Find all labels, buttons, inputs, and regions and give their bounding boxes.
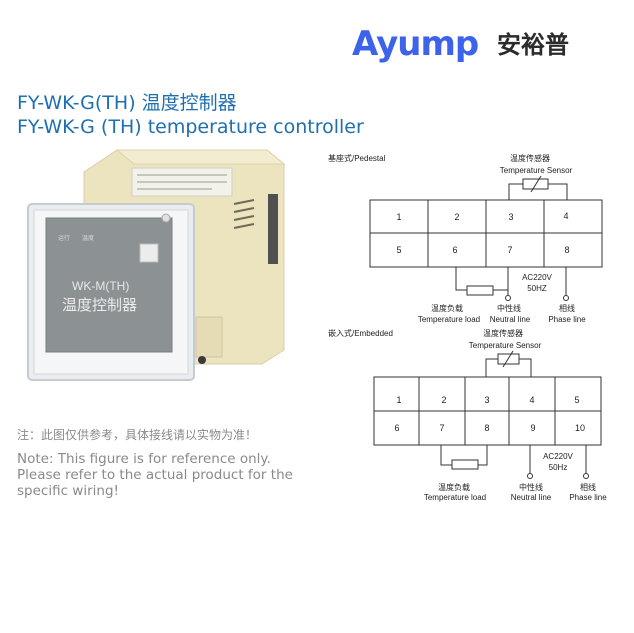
- pedestal-supply-voltage: AC220V: [522, 273, 552, 282]
- pedestal-neutral-cn: 中性线: [497, 303, 521, 313]
- faceplate-model: WK-M(TH): [72, 279, 129, 293]
- faceplate-indicator-2: 温度: [82, 234, 94, 242]
- embedded-terminal-10: 10: [575, 423, 585, 433]
- temperature-controller-illustration: 运行 温度 WK-M(TH) 温度控制器: [27, 149, 286, 381]
- embedded-terminal-1: 1: [396, 395, 401, 405]
- embedded-neutral-en: Neutral line: [511, 493, 552, 502]
- pedestal-terminal-4: 4: [563, 211, 568, 221]
- embedded-label: 嵌入式/Embedded: [328, 328, 393, 338]
- page-title-chinese: FY-WK-G(TH) 温度控制器: [17, 92, 237, 114]
- pedestal-supply-frequency: 50HZ: [527, 284, 547, 293]
- pedestal-sensor-cn: 温度传感器: [510, 153, 550, 163]
- embedded-terminal-6: 6: [394, 423, 399, 433]
- embedded-load-en: Temperature load: [424, 493, 486, 502]
- note-chinese: 注：此图仅供参考，具体接线请以实物为准！: [17, 428, 258, 442]
- note-english-line-1: Note: This figure is for reference only.: [17, 451, 271, 467]
- pedestal-terminal-7: 7: [507, 245, 512, 255]
- brand-logo-chinese: 安裕普: [497, 31, 569, 59]
- note-english-line-2: Please refer to the actual product for t…: [17, 467, 293, 483]
- embedded-sensor-cn: 温度传感器: [483, 328, 523, 338]
- pedestal-label: 基座式/Pedestal: [328, 153, 386, 163]
- pedestal-neutral-en: Neutral line: [490, 315, 531, 324]
- page-title-english: FY-WK-G (TH) temperature controller: [17, 116, 364, 138]
- faceplate-name: 温度控制器: [62, 297, 137, 314]
- pedestal-load-cn: 温度负载: [431, 303, 463, 313]
- embedded-terminal-2: 2: [441, 395, 446, 405]
- embedded-terminal-4: 4: [529, 395, 534, 405]
- pedestal-sensor-en: Temperature Sensor: [500, 166, 573, 175]
- brand-logo-text: Ayump: [352, 24, 479, 64]
- embedded-terminal-5: 5: [574, 395, 579, 405]
- embedded-phase-cn: 相线: [580, 482, 596, 492]
- embedded-sensor-en: Temperature Sensor: [469, 341, 542, 350]
- embedded-load-cn: 温度负载: [438, 482, 470, 492]
- pedestal-terminal-2: 2: [454, 212, 459, 222]
- faceplate-button: [139, 243, 159, 263]
- pedestal-terminal-1: 1: [396, 212, 401, 222]
- embedded-phase-en: Phase line: [569, 493, 607, 502]
- faceplate-indicator-1: 运行: [58, 234, 70, 242]
- embedded-terminal-9: 9: [530, 423, 535, 433]
- embedded-terminal-3: 3: [484, 395, 489, 405]
- product-image: 运行 温度 WK-M(TH) 温度控制器: [22, 142, 292, 410]
- pedestal-terminal-5: 5: [396, 245, 401, 255]
- pedestal-terminal-8: 8: [564, 245, 569, 255]
- pedestal-phase-cn: 相线: [559, 303, 575, 313]
- embedded-neutral-cn: 中性线: [519, 482, 543, 492]
- embedded-supply-frequency: 50Hz: [549, 463, 568, 472]
- note-english-line-3: specific wiring!: [17, 483, 119, 499]
- pedestal-terminal-6: 6: [452, 245, 457, 255]
- pedestal-terminal-3: 3: [508, 212, 513, 222]
- pedestal-phase-en: Phase line: [548, 315, 586, 324]
- embedded-supply-voltage: AC220V: [543, 452, 573, 461]
- embedded-terminal-7: 7: [439, 423, 444, 433]
- embedded-terminal-8: 8: [484, 423, 489, 433]
- note-english: Note: This figure is for reference only.…: [17, 451, 293, 499]
- pedestal-load-en: Temperature load: [418, 315, 480, 324]
